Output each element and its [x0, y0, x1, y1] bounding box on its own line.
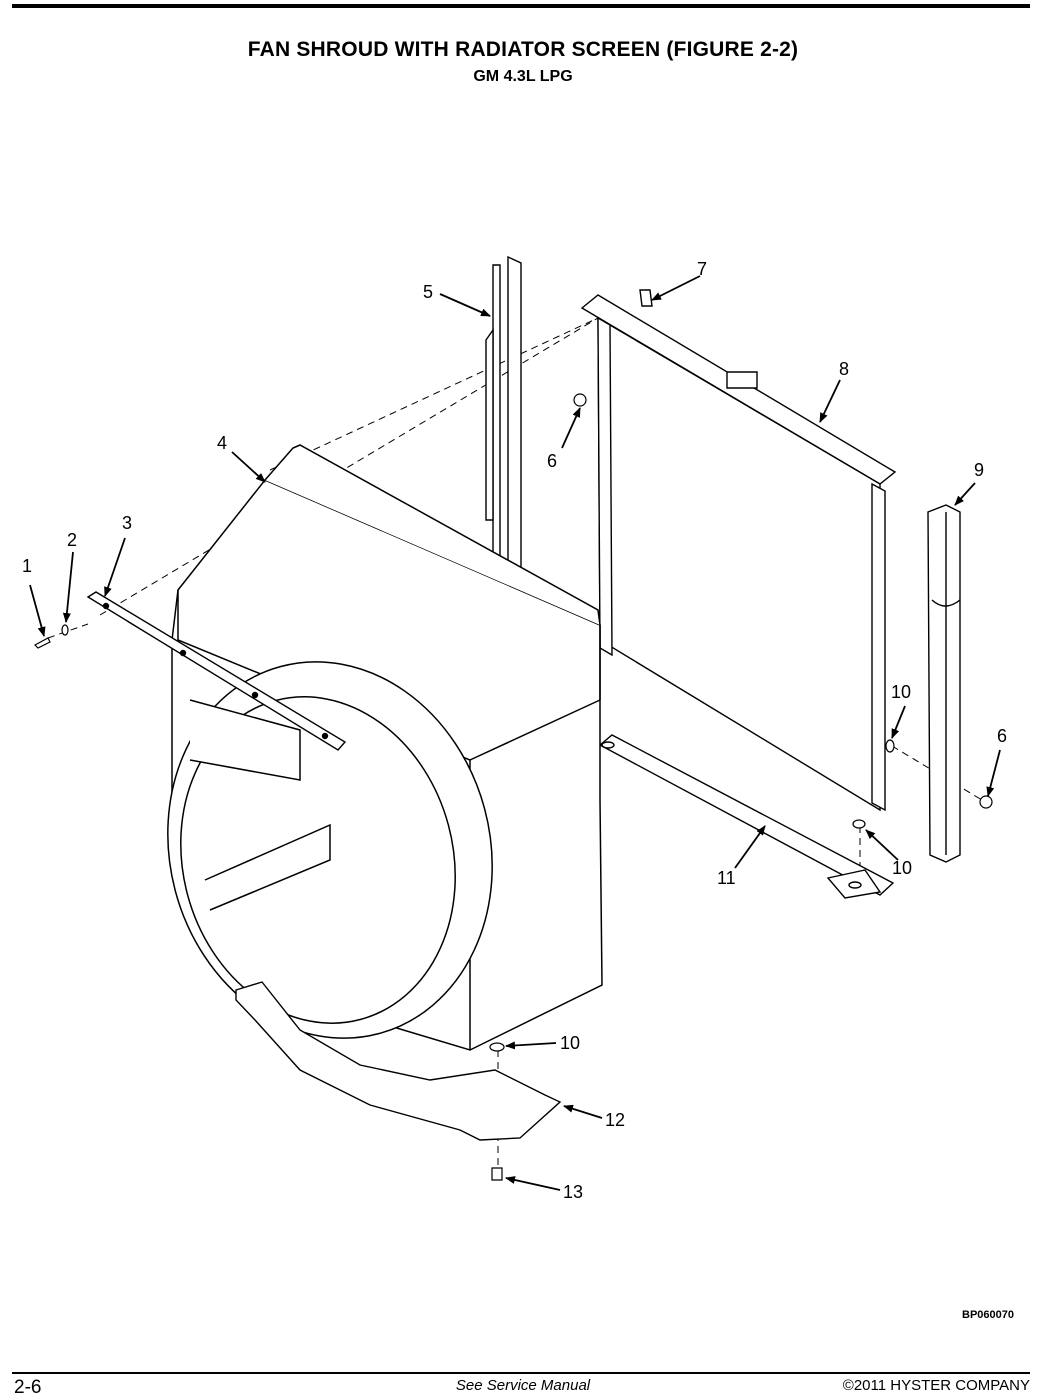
- callout-12: 12: [605, 1110, 625, 1130]
- callout-10-lower-right: 10: [892, 858, 912, 878]
- page-number: 2-6: [14, 1377, 42, 1398]
- callout-3: 3: [122, 513, 132, 533]
- copyright: ©2011 HYSTER COMPANY: [842, 1377, 1030, 1394]
- page-title: FAN SHROUD WITH RADIATOR SCREEN (FIGURE …: [247, 38, 799, 61]
- bottom-rule: [12, 1372, 1030, 1374]
- side-strip-part-9: [927, 504, 961, 863]
- callout-7: 7: [697, 259, 707, 279]
- callout-10: 10: [891, 682, 911, 702]
- callout-2: 2: [67, 530, 77, 550]
- lower-shield-part: [235, 981, 562, 1141]
- hardware-parts: [34, 393, 993, 1181]
- callout-5: 5: [423, 282, 433, 302]
- drawing-id: BP060070: [962, 1309, 1014, 1321]
- callout-8: 8: [839, 359, 849, 379]
- radiator-screen-part: [580, 289, 897, 812]
- callout-9: 9: [974, 460, 984, 480]
- callout-11: 11: [717, 868, 736, 888]
- callout-labels: 1 2 3 4 5 6 7 8 9 10 11 12 13 6 10 10: [22, 259, 1007, 1202]
- callout-6: 6: [547, 451, 557, 471]
- callout-10-bottom: 10: [560, 1033, 580, 1053]
- lower-bracket-part: [598, 734, 895, 899]
- footer-note: See Service Manual: [455, 1377, 591, 1394]
- page-subtitle: GM 4.3L LPG: [473, 68, 573, 85]
- mounting-bar-part-3: [86, 591, 347, 751]
- callout-1: 1: [22, 556, 32, 576]
- callout-6-right: 6: [997, 726, 1007, 746]
- callout-4: 4: [217, 433, 227, 453]
- callout-leaders: [29, 275, 1001, 1191]
- side-strip-part-5: [485, 255, 522, 601]
- top-rule: [12, 4, 1030, 8]
- callout-13: 13: [563, 1182, 583, 1202]
- fan-shroud-part: [167, 444, 603, 1051]
